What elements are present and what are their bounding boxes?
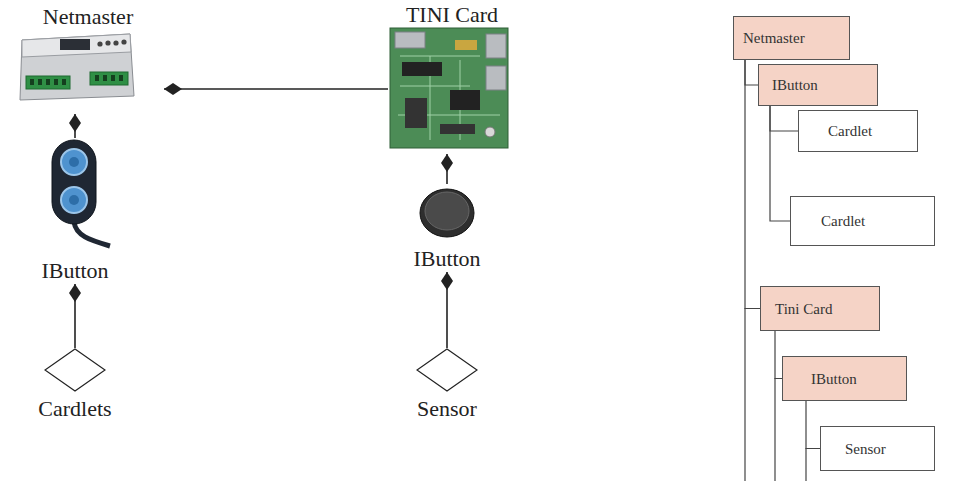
node-label: IButton <box>41 258 108 284</box>
node-label: Netmaster <box>743 29 805 47</box>
node-label: Cardlet <box>828 122 872 140</box>
terminal-screw <box>62 79 66 85</box>
terminal-block <box>26 76 70 89</box>
netmaster-device <box>20 34 134 100</box>
composition-connector <box>446 272 448 348</box>
fob-button-center <box>69 195 79 205</box>
tree-line <box>805 448 806 481</box>
node-label: Sensor <box>845 440 886 458</box>
ibutton-node: IButton <box>395 184 499 272</box>
fob-cable <box>74 222 110 246</box>
coin-face <box>425 192 469 230</box>
composition-connector <box>446 154 448 184</box>
pad <box>455 40 477 50</box>
component-diamond: Sensor <box>388 348 506 424</box>
tree-box: Cardlet <box>798 110 918 152</box>
terminal-block <box>90 72 128 85</box>
tree-connector <box>806 401 820 449</box>
chip <box>440 124 475 134</box>
component-diamond: Cardlets <box>16 348 134 424</box>
coin-rim <box>420 189 474 237</box>
node-label: Netmaster <box>43 4 133 30</box>
ibutton-key-fob <box>52 140 110 246</box>
node-label: Sensor <box>388 396 506 422</box>
fob-button-center <box>69 157 79 167</box>
terminal-screw <box>95 75 99 81</box>
fob-body <box>52 140 96 224</box>
node-label: IButton <box>772 76 818 94</box>
connectors <box>75 60 820 449</box>
terminal-screw <box>38 79 42 85</box>
device-button <box>121 39 126 44</box>
chip <box>405 98 427 128</box>
device-display <box>60 39 90 50</box>
node-label: TINI Card <box>406 2 498 28</box>
device-node: Netmaster <box>12 4 164 114</box>
tini-card-board <box>390 28 508 148</box>
tree-box: Sensor <box>820 426 935 471</box>
composition-connector <box>164 88 388 90</box>
device-top <box>22 34 131 57</box>
chip <box>402 62 442 76</box>
pcb <box>390 28 508 148</box>
device-button <box>97 41 102 46</box>
composition-connector <box>74 284 76 348</box>
fob-button <box>61 149 87 175</box>
serial-connector <box>395 32 425 48</box>
tree-box: Netmaster <box>733 16 850 60</box>
terminal-screw <box>54 79 58 85</box>
terminal-screw <box>111 75 115 81</box>
pcb-trace <box>398 56 500 140</box>
node-label: IButton <box>811 370 857 388</box>
serial-connector <box>486 34 506 58</box>
component <box>485 127 495 137</box>
diamond-outline <box>416 348 478 392</box>
tree-line <box>774 378 775 481</box>
diamond-outline <box>44 348 106 392</box>
tree-connector <box>770 106 790 221</box>
terminal-screw <box>119 75 123 81</box>
terminal-screw <box>46 79 50 85</box>
tree-connector <box>770 106 798 131</box>
device-button <box>113 40 118 45</box>
device-body <box>20 34 134 100</box>
terminal-screw <box>103 75 107 81</box>
board-node: TINI Card <box>388 2 516 154</box>
tree-connector <box>745 60 758 85</box>
ibutton-coin <box>420 189 474 237</box>
node-label: Cardlets <box>16 396 134 422</box>
tree-box: IButton <box>782 356 907 401</box>
composition-connector <box>74 114 76 138</box>
tree-box: Tini Card <box>760 286 880 331</box>
node-label: IButton <box>413 246 480 272</box>
open-diamond <box>45 349 105 391</box>
tree-box: IButton <box>758 64 878 106</box>
fob-button <box>61 187 87 213</box>
tree-connector <box>775 331 782 379</box>
chip <box>450 90 480 110</box>
serial-connector <box>486 66 506 90</box>
tree-box: Cardlet <box>790 196 935 246</box>
tree-line <box>744 308 745 481</box>
terminal-screw <box>30 79 34 85</box>
open-diamond <box>417 349 477 391</box>
ibutton-node: IButton <box>25 138 125 284</box>
node-label: Cardlet <box>821 212 865 230</box>
node-label: Tini Card <box>775 300 832 318</box>
device-button <box>105 40 110 45</box>
